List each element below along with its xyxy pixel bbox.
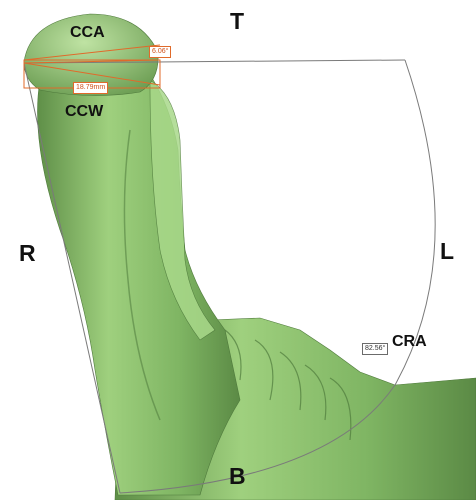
bone-ridges bbox=[224, 329, 352, 441]
label-right: R bbox=[19, 240, 36, 266]
bone-inner-ridge bbox=[123, 129, 161, 421]
left-reference-line bbox=[23, 62, 121, 494]
cca-angle-tag: 6.06° bbox=[149, 46, 172, 58]
cra-angle-tag: 82.56° bbox=[362, 343, 389, 355]
top-reference-line bbox=[23, 59, 406, 64]
label-ccw: CCW bbox=[65, 103, 104, 120]
ccw-width-tag: 18.79mm bbox=[73, 82, 109, 94]
label-bottom: B bbox=[229, 463, 246, 489]
label-cra: CRA bbox=[392, 333, 427, 350]
angle-arc bbox=[119, 59, 436, 494]
bone-head bbox=[23, 13, 159, 96]
bone-process bbox=[149, 79, 216, 341]
label-cca: CCA bbox=[70, 24, 105, 41]
label-left: L bbox=[440, 238, 455, 264]
label-top: T bbox=[230, 8, 245, 34]
